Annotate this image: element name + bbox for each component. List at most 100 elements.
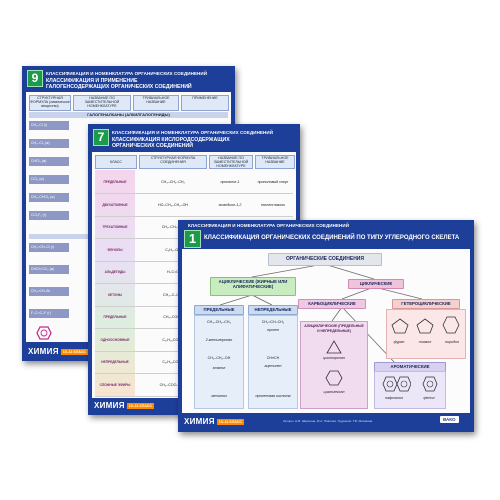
row-class: ФЕНОЛЫ [107, 247, 123, 252]
column-header-usage: ПРИМЕНЕНИЕ [181, 95, 229, 111]
alicyclic-label: АЛИЦИКЛИЧЕСКИЕ (ПРЕДЕЛЬНЫЕ И НЕПРЕДЕЛЬНЫ… [304, 324, 364, 333]
row-formula: CH₃–COO–C₂H₅ [159, 382, 187, 387]
example-name: 2-метилпропан [205, 338, 233, 342]
poster-heading-line-2: ГАЛОГЕНСОДЕРЖАЩИХ ОРГАНИЧЕСКИХ СОЕДИНЕНИ… [46, 84, 192, 90]
course-logo: ХИМИЯ 10–11 КЛАСС [28, 347, 88, 356]
formula-cell: CH₂–Cl₂ (ж) [29, 139, 69, 148]
poster-heading-line-1: КЛАССИФИКАЦИЯ И ПРИМЕНЕНИЕ [46, 78, 138, 84]
row-class: ПРЕДЕЛЬНЫЕ [103, 315, 127, 319]
alicyclic-block: АЛИЦИКЛИЧЕСКИЕ (ПРЕДЕЛЬНЫЕ И НЕПРЕДЕЛЬНЫ… [300, 321, 368, 409]
unsaturated-examples: CH₂=CH–CH₃ пропен CH≡CH ацетилен пропено… [248, 315, 298, 409]
row-formula: HO–CH₂–CH₂–OH [158, 202, 188, 207]
row-class: ПРЕДЕЛЬНЫЕ [103, 180, 127, 184]
logo-word: ХИМИЯ [28, 347, 59, 356]
poster-subject-line: КЛАССИФИКАЦИЯ И НОМЕНКЛАТУРА ОРГАНИЧЕСКИ… [188, 223, 350, 228]
row-name: пропанол-1 [220, 180, 240, 184]
row-class: ДВУХАТОМНЫЕ [102, 202, 128, 207]
example-name: этанол [212, 366, 226, 370]
column-header-formula: СТРУКТУРНАЯ ФОРМУЛА (химическое вещество… [29, 95, 71, 111]
heterocyclic-node: ГЕТЕРОЦИКЛИЧЕСКИЕ [392, 299, 460, 309]
row-class: ОДНООСНОВНЫЕ [100, 337, 130, 342]
row-formula: CH₃–COOH [163, 315, 183, 319]
example-name: фуран [393, 340, 405, 344]
poster-subject-line: КЛАССИФИКАЦИЯ И НОМЕНКЛАТУРА ОРГАНИЧЕСКИ… [46, 71, 208, 76]
column-header-class: КЛАСС [95, 155, 137, 169]
row-class: АЛЬДЕГИДЫ [104, 270, 126, 274]
credits-text: Авторы: Н.В. Ширшина, М.А. Павлова. Худо… [283, 419, 373, 423]
furan-icon [391, 318, 409, 334]
cyclohexane-icon [325, 370, 343, 386]
heterocyclic-block: фуран тиазол пиридин [386, 309, 466, 359]
example-name: тиазол [418, 340, 432, 344]
column-header-trivial: ТРИВИАЛЬНОЕ НАЗВАНИЕ [133, 95, 179, 111]
poster-number: 9 [27, 70, 43, 87]
row-formula: CH₃–C–CH₃ [163, 292, 183, 297]
poster-number: 1 [184, 230, 201, 248]
formula-cell: CH₂=CH–Br [29, 287, 69, 296]
logo-badge: 10–11 КЛАСС [126, 402, 154, 409]
table-row: ДВУХАТОМНЫЕ HO–CH₂–CH₂–OH этандиол-1,2 этил… [95, 195, 293, 217]
column-header-formula: СТРУКТУРНАЯ ФОРМУЛА СОЕДИНЕНИЯ [139, 155, 207, 169]
formula-cell: CCl₄ (ж) [29, 175, 69, 184]
publisher-name: ВАКО [443, 417, 456, 422]
example-name: нафталин [385, 396, 403, 400]
cyclopropane-icon [326, 340, 342, 354]
example-name: пропеновая кислота [255, 394, 291, 398]
logo-badge: 10–11 КЛАСС [216, 418, 244, 425]
row-class: НЕПРЕДЕЛЬНЫЕ [101, 360, 129, 364]
row-class: ТРЕХАТОМНЫЕ [102, 225, 128, 229]
row-trivial: пропиловый спирт [257, 180, 289, 184]
aromatic-block: нафталин фенол [374, 371, 446, 409]
poster-heading: КЛАССИФИКАЦИЯ ОРГАНИЧЕСКИХ СОЕДИНЕНИЙ ПО… [204, 235, 460, 241]
column-header-trivial: ТРИВИАЛЬНОЕ НАЗВАНИЕ [255, 155, 295, 169]
poster-heading-line-1: КЛАССИФИКАЦИЯ КИСЛОРОДСОДЕРЖАЩИХ [112, 137, 230, 143]
root-node: ОРГАНИЧЕСКИЕ СОЕДИНЕНИЯ [268, 253, 382, 266]
formula-cell: F–C=C–F (г) [29, 309, 69, 318]
row-formula: C₆H₅–OH [165, 247, 181, 252]
logo-word: ХИМИЯ [94, 401, 125, 410]
logo-word: ХИМИЯ [184, 417, 215, 426]
course-logo: ХИМИЯ 10–11 КЛАСС [184, 417, 244, 426]
row-formula: C₁₇H₃₅COOH [162, 337, 184, 342]
example-name: ацетилен [264, 364, 282, 368]
example-name: пиридин [445, 340, 459, 344]
row-name: этандиол-1,2 [218, 202, 242, 207]
poster-heading-line-2: ОРГАНИЧЕСКИХ СОЕДИНЕНИЙ [112, 143, 193, 149]
example-formula: CH₃–CH₂–OH [207, 356, 231, 360]
row-formula: H–C=O [166, 270, 180, 274]
example-formula: CH≡CH [266, 356, 280, 360]
example-formula: CH₂=CH–CH₃ [261, 320, 285, 324]
row-formula: CH₂–CH–CH₂ [161, 225, 185, 229]
example-name: метанол [211, 394, 227, 398]
logo-badge: 10–11 КЛАСС [60, 348, 88, 355]
formula-cell: CH₂=CH–Cl (г) [29, 243, 69, 252]
poster-number: 7 [93, 129, 109, 146]
carbocyclic-node: КАРБОЦИКЛИЧЕСКИЕ [298, 299, 366, 309]
example-name: циклогексан [323, 390, 345, 394]
column-header-name: НАЗВАНИЕ ПО ЗАМЕСТИТЕЛЬНОЙ НОМЕНКЛАТУРЕ [209, 155, 253, 169]
formula-cell: CH₃–Cl (г) [29, 121, 69, 130]
formula-cell: CH₃–CHCl₂ (ж) [29, 193, 69, 202]
diagram-panel: ОРГАНИЧЕСКИЕ СОЕДИНЕНИЯ АЦИКЛИЧЕСКИЕ (ЖИ… [182, 249, 470, 413]
column-header-name: НАЗВАНИЕ ПО ЗАМЕСТИТЕЛЬНОЙ НОМЕНКЛАТУРЕ [73, 95, 131, 111]
saturated-examples: CH₃–CH₂–CH₃ 2-метилпропан CH₃–CH₂–OH эта… [194, 315, 244, 409]
example-name: циклопропан [323, 356, 345, 360]
poster-subject-line: КЛАССИФИКАЦИЯ И НОМЕНКЛАТУРА ОРГАНИЧЕСКИ… [112, 130, 274, 135]
row-class: КЕТОНЫ [108, 292, 122, 297]
example-formula: CH₃–CH₂–CH₃ [207, 320, 231, 324]
pyridine-icon [442, 316, 460, 334]
naphthalene-icon [382, 376, 411, 392]
acyclic-node: АЦИКЛИЧЕСКИЕ (ЖИРНЫЕ ИЛИ АЛИФАТИЧЕСКИЕ) [210, 277, 296, 296]
row-trivial: этиленгликоль [260, 202, 286, 207]
category-strip: ГАЛОГЕНАЛКАНЫ (АЛКИЛГАЛОГЕНИДЫ) [29, 112, 228, 118]
formula-cell: CCl₂F₂ (г) [29, 211, 69, 220]
example-name: фенол [423, 396, 435, 400]
publisher-logo: ВАКО [440, 416, 459, 423]
phenol-icon [422, 376, 438, 392]
formula-cell: CHCl₃ (ж) [29, 157, 69, 166]
row-formula: C₁₇H₃₃COOH [162, 360, 184, 364]
course-logo: ХИМИЯ 10–11 КЛАСС [94, 401, 154, 410]
formula-cell: CHCl=CCl₂ (ж) [29, 265, 69, 274]
thiazole-icon [416, 318, 434, 334]
